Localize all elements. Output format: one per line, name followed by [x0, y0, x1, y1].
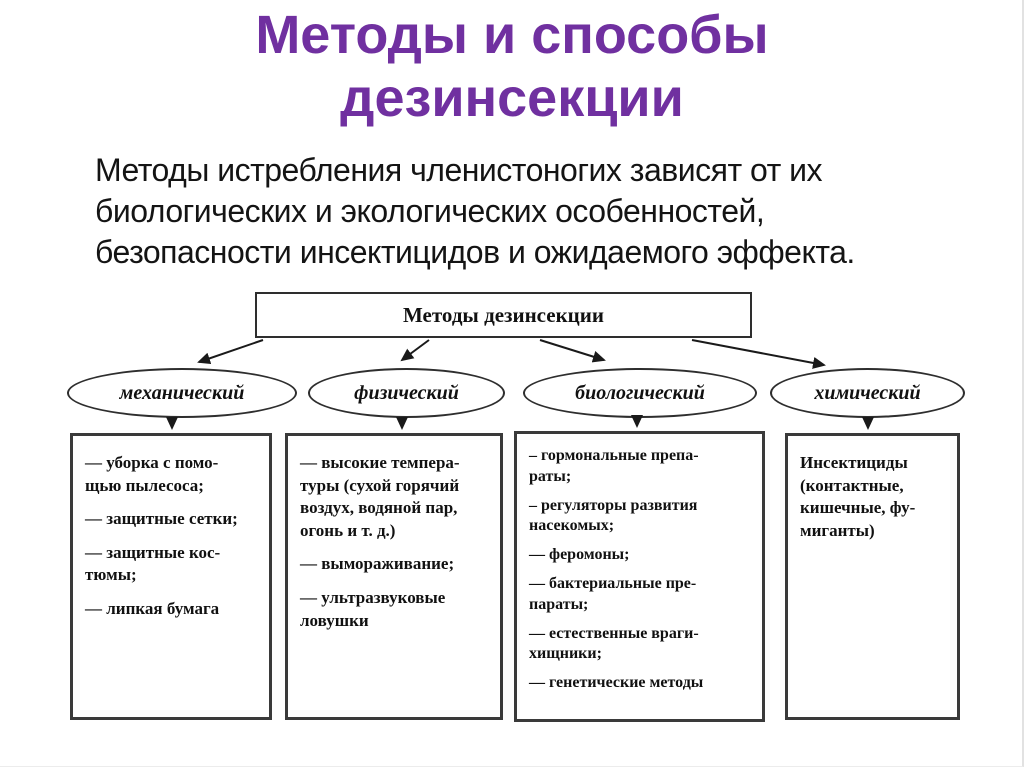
- method-list-item: – регуляторы развития насекомых;: [529, 496, 698, 535]
- arrow-root-to-physical: [400, 339, 430, 362]
- root-node-methods: Методы дезинсекции: [255, 292, 752, 338]
- method-list-item: — генетические методы: [529, 674, 704, 692]
- method-list-item: — липкая бумага: [85, 599, 220, 619]
- arrow-root-to-biological: [539, 339, 606, 363]
- method-list-item: — естественные враги- хищники;: [529, 624, 699, 663]
- detail-box-chemical: Инсектициды (контактные, кишечные, фу- м…: [785, 433, 960, 720]
- method-list-item: — защитные кос- тюмы;: [85, 542, 221, 585]
- arrow-root-to-chemical: [691, 339, 826, 369]
- branch-node-mechanical: механический: [67, 368, 297, 418]
- method-list-item: — бактериальные пре- параты;: [529, 574, 697, 613]
- branch-node-biological: биологический: [523, 368, 757, 418]
- branch-node-physical: физический: [308, 368, 505, 418]
- branch-label: биологический: [575, 381, 705, 404]
- intro-paragraph: Методы истребления членистоногих зависят…: [95, 152, 855, 270]
- arrow-root-to-mechanical: [197, 339, 264, 365]
- branch-label: химический: [814, 381, 921, 404]
- detail-box-physical: — высокие темпера- туры (сухой горячий в…: [285, 433, 503, 720]
- method-list-item: — защитные сетки;: [85, 509, 238, 529]
- method-list-item: – гормональные препа- раты;: [529, 447, 699, 485]
- method-list-item: — высокие темпера- туры (сухой горячий в…: [300, 453, 460, 540]
- method-list-item: Инсектициды (контактные, кишечные, фу- м…: [800, 453, 916, 540]
- detail-box-mechanical: — уборка с помо- щью пылесоса; — защитные…: [70, 433, 272, 720]
- root-node-label: Методы дезинсекции: [403, 302, 604, 327]
- method-list-item: — вымораживание;: [300, 554, 455, 574]
- detail-box-biological: – гормональные препа- раты; – регуляторы …: [514, 431, 765, 722]
- branch-label: механический: [119, 381, 245, 404]
- method-list-item: — уборка с помо- щью пылесоса;: [85, 453, 219, 495]
- method-list-item: — феромоны;: [529, 546, 630, 564]
- branch-label: физический: [354, 381, 459, 404]
- method-list-item: — ультразвуковые ловушки: [300, 588, 446, 630]
- branch-node-chemical: химический: [770, 368, 965, 418]
- slide-title: Методы и способы дезинсекции: [255, 5, 769, 128]
